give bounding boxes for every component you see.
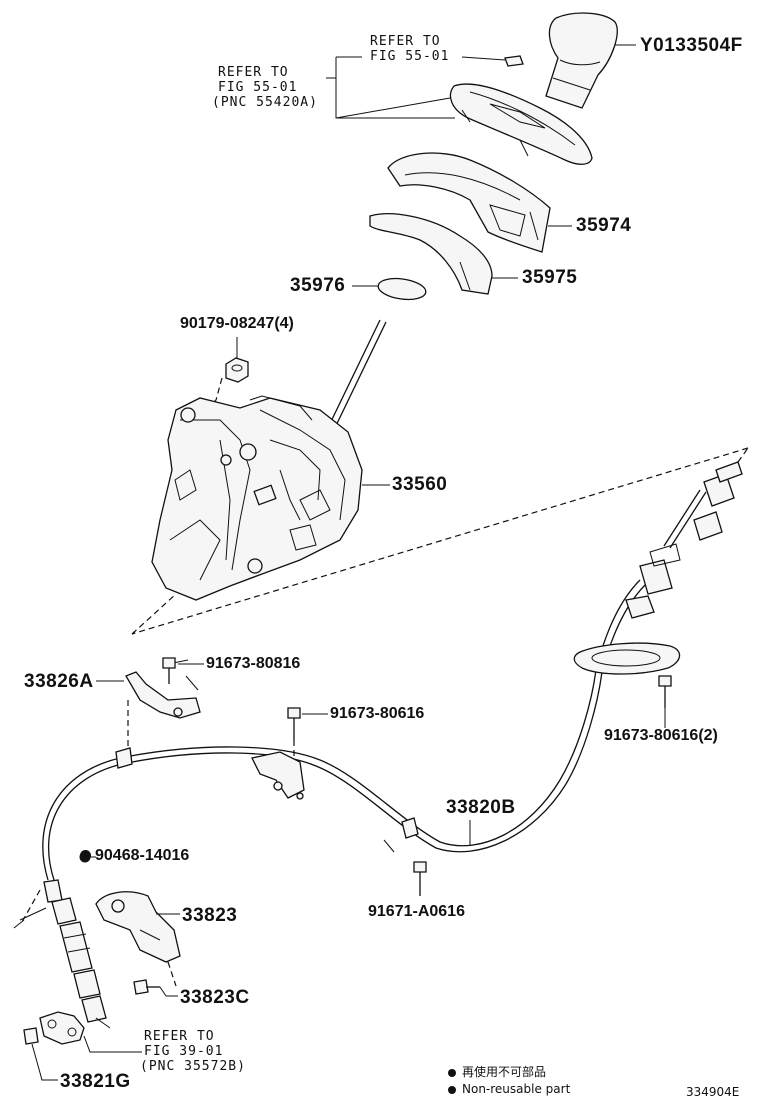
legend-dot-icon — [448, 1068, 456, 1077]
section-envelope — [131, 447, 749, 635]
refer-bot-line3: (PNC 35572B) — [140, 1059, 246, 1074]
non-reusable-marker — [80, 850, 91, 861]
bracket-33823-drawing — [95, 891, 181, 987]
label-91673-80816: 91673-80816 — [206, 655, 301, 672]
label-91673-80616: 91673-80616 — [330, 705, 425, 722]
label-90468: 90468-14016 — [80, 848, 189, 864]
label-33823c: 33823C — [180, 987, 250, 1008]
bracket-33826a-drawing — [96, 659, 201, 750]
nut-90179-drawing — [199, 337, 249, 417]
cable-end-drawing — [13, 851, 111, 1029]
bolt-91673-80616-drawing — [287, 707, 328, 760]
label-35975: 35975 — [522, 267, 578, 288]
legend-nonreusable: Non-reusable part — [448, 1083, 570, 1095]
part-35974-drawing — [387, 152, 572, 253]
part-35976-drawing — [352, 277, 427, 301]
bolt-91673-80616-2-drawing — [658, 675, 672, 728]
clip-33821g-drawing — [23, 1011, 142, 1081]
refer-bot-line1: REFER TO — [144, 1029, 215, 1044]
shift-cable-drawing — [42, 447, 749, 881]
label-90179: 90179-08247(4) — [180, 315, 294, 332]
refer-left-line3: (PNC 55420A) — [212, 95, 318, 110]
legend-reuse-text: 再使用不可部品 — [462, 1065, 547, 1079]
label-33823: 33823 — [182, 905, 238, 926]
label-35976: 35976 — [290, 275, 346, 296]
shift-lever-assembly-drawing — [151, 319, 390, 601]
bolt-91673-80816-drawing — [162, 657, 204, 684]
label-33560: 33560 — [392, 474, 448, 495]
figure-id: 334904E — [686, 1085, 740, 1099]
bolt-91671-a0616-drawing — [413, 861, 427, 896]
label-33826a: 33826A — [24, 671, 94, 692]
part-35975-drawing — [369, 213, 518, 295]
refer-leader-lines — [326, 56, 455, 119]
refer-left-line2: FIG 55-01 — [218, 80, 298, 95]
refer-bot-line2: FIG 39-01 — [144, 1044, 224, 1059]
legend-reuse: 再使用不可部品 — [448, 1066, 546, 1078]
shift-knob-drawing — [545, 12, 636, 109]
legend-nonreusable-text: Non-reusable part — [462, 1082, 571, 1096]
refer-top-line1: REFER TO — [370, 34, 441, 49]
bolt-33823c-drawing — [133, 979, 178, 997]
label-35974: 35974 — [576, 215, 632, 236]
console-trim-drawing — [449, 83, 593, 165]
legend-dot-icon — [448, 1085, 456, 1094]
label-33820b: 33820B — [446, 797, 516, 818]
label-33821g: 33821G — [60, 1071, 131, 1092]
small-clip-drawing — [461, 55, 524, 67]
refer-top-line2: FIG 55-01 — [370, 49, 450, 64]
label-90468-text: 90468-14016 — [95, 847, 190, 864]
label-knob: Y0133504F — [640, 35, 743, 56]
refer-left-line1: REFER TO — [218, 65, 289, 80]
label-91671-a0616: 91671-A0616 — [368, 903, 465, 920]
label-91673-80616-2: 91673-80616(2) — [604, 727, 718, 744]
